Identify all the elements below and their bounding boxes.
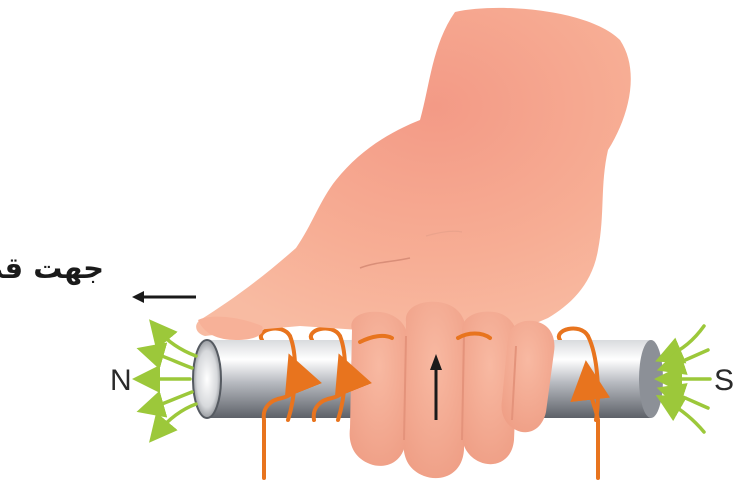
direction-label: جهت قطب N	[0, 251, 104, 285]
pole-label-south: S	[714, 364, 734, 397]
left-arrow-icon	[132, 291, 196, 303]
field-lines-south	[668, 326, 710, 432]
field-lines-north	[146, 330, 196, 432]
pole-label-north: N	[110, 364, 132, 397]
